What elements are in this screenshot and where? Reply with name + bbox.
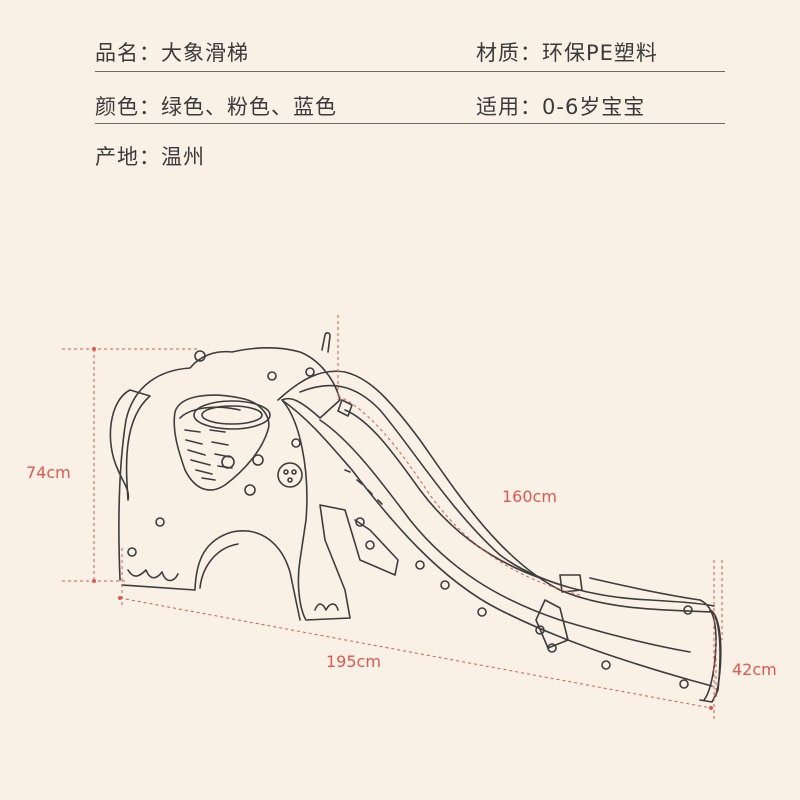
elephant-toes-back bbox=[314, 603, 339, 611]
divider-2 bbox=[95, 123, 725, 124]
spec-age: 适用：0-6岁宝宝 bbox=[476, 95, 646, 119]
spec-material: 材质：环保PE塑料 bbox=[476, 41, 658, 65]
elephant-trunk-button bbox=[277, 462, 303, 488]
elephant-ear bbox=[109, 389, 151, 501]
dimension-width: 42cm bbox=[732, 660, 777, 679]
spec-origin: 产地：温州 bbox=[95, 145, 205, 169]
dimension-slide-length: 160cm bbox=[502, 487, 557, 506]
elephant-toes-front bbox=[127, 569, 179, 582]
divider-1 bbox=[95, 71, 725, 72]
elephant-body bbox=[118, 347, 399, 621]
dimension-total-length: 195cm bbox=[326, 652, 381, 671]
dimension-height: 74cm bbox=[26, 463, 71, 482]
slide-inner-rail bbox=[299, 384, 715, 607]
seat-ring bbox=[193, 400, 271, 430]
top-handle bbox=[321, 332, 331, 353]
slide-lower-rail bbox=[281, 399, 713, 687]
slide-outer-rail bbox=[277, 370, 721, 703]
slide-arrow bbox=[337, 395, 581, 596]
spec-color: 颜色：绿色、粉色、蓝色 bbox=[95, 95, 337, 119]
elephant-leg-arch bbox=[121, 530, 301, 621]
spec-name: 品名：大象滑梯 bbox=[95, 41, 249, 65]
length-arrow bbox=[119, 597, 712, 709]
